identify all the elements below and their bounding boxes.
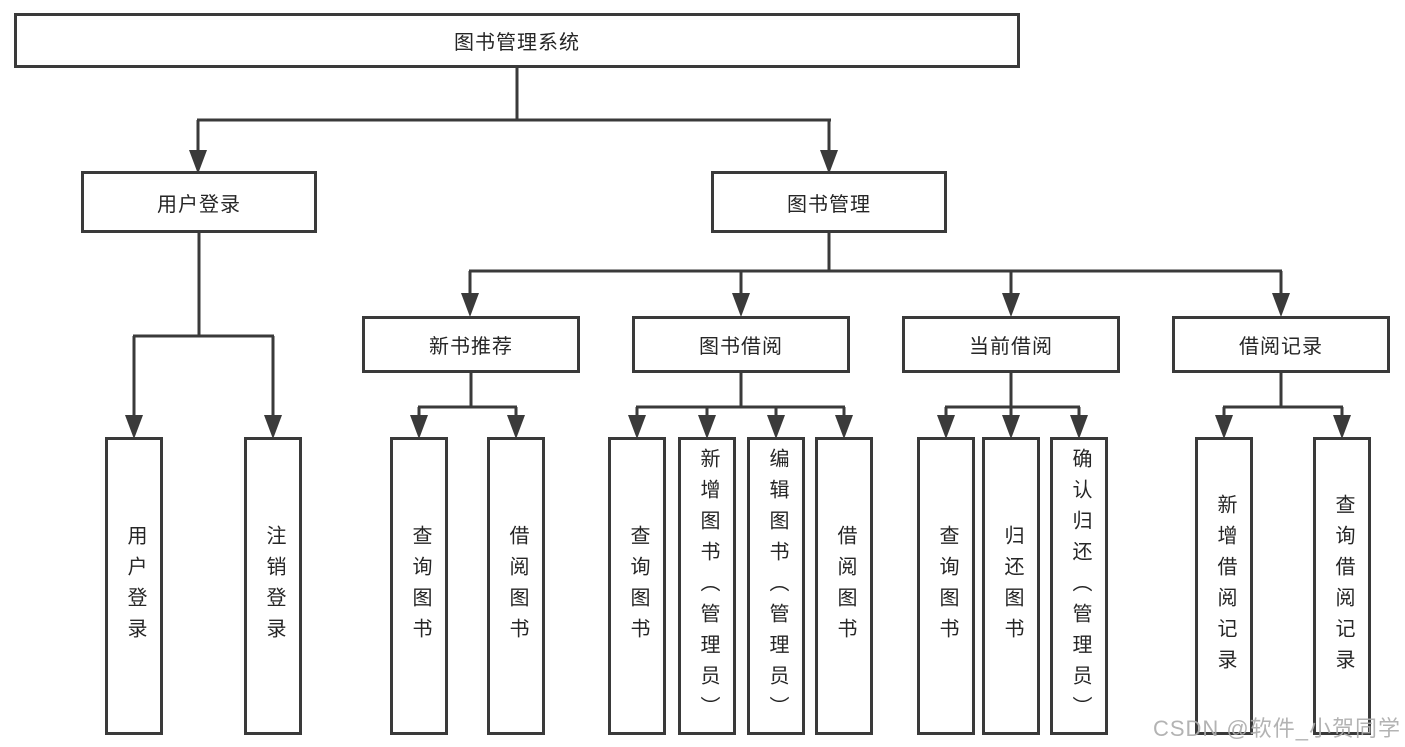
connector-arrowheads — [125, 150, 1351, 439]
leaf-add-books-admin: 新增图书（管理员） — [678, 437, 736, 735]
leaf-borrow-books-recommendation: 借阅图书 — [487, 437, 545, 735]
leaf-logout: 注销登录 — [244, 437, 302, 735]
leaf-query-books-borrowing: 查询图书 — [608, 437, 666, 735]
leaf-edit-books-admin: 编辑图书（管理员） — [747, 437, 805, 735]
leaf-query-books-recommendation: 查询图书 — [390, 437, 448, 735]
leaf-confirm-return-admin: 确认归还（管理员） — [1050, 437, 1108, 735]
connector-segments — [132, 68, 1344, 420]
node-library-management-system: 图书管理系统 — [14, 13, 1020, 68]
leaf-return-books: 归还图书 — [982, 437, 1040, 735]
leaf-add-borrowing-record: 新增借阅记录 — [1195, 437, 1253, 735]
leaf-user-login: 用户登录 — [105, 437, 163, 735]
node-user-login: 用户登录 — [81, 171, 317, 233]
leaf-query-borrowing-record: 查询借阅记录 — [1313, 437, 1371, 735]
node-book-borrowing: 图书借阅 — [632, 316, 850, 373]
leaf-query-books-current: 查询图书 — [917, 437, 975, 735]
node-new-book-recommendation: 新书推荐 — [362, 316, 580, 373]
node-current-borrowing: 当前借阅 — [902, 316, 1120, 373]
node-book-management: 图书管理 — [711, 171, 947, 233]
node-borrowing-records: 借阅记录 — [1172, 316, 1390, 373]
csdn-watermark: CSDN @软件_小贺同学 — [1152, 716, 1401, 741]
leaf-borrow-books: 借阅图书 — [815, 437, 873, 735]
